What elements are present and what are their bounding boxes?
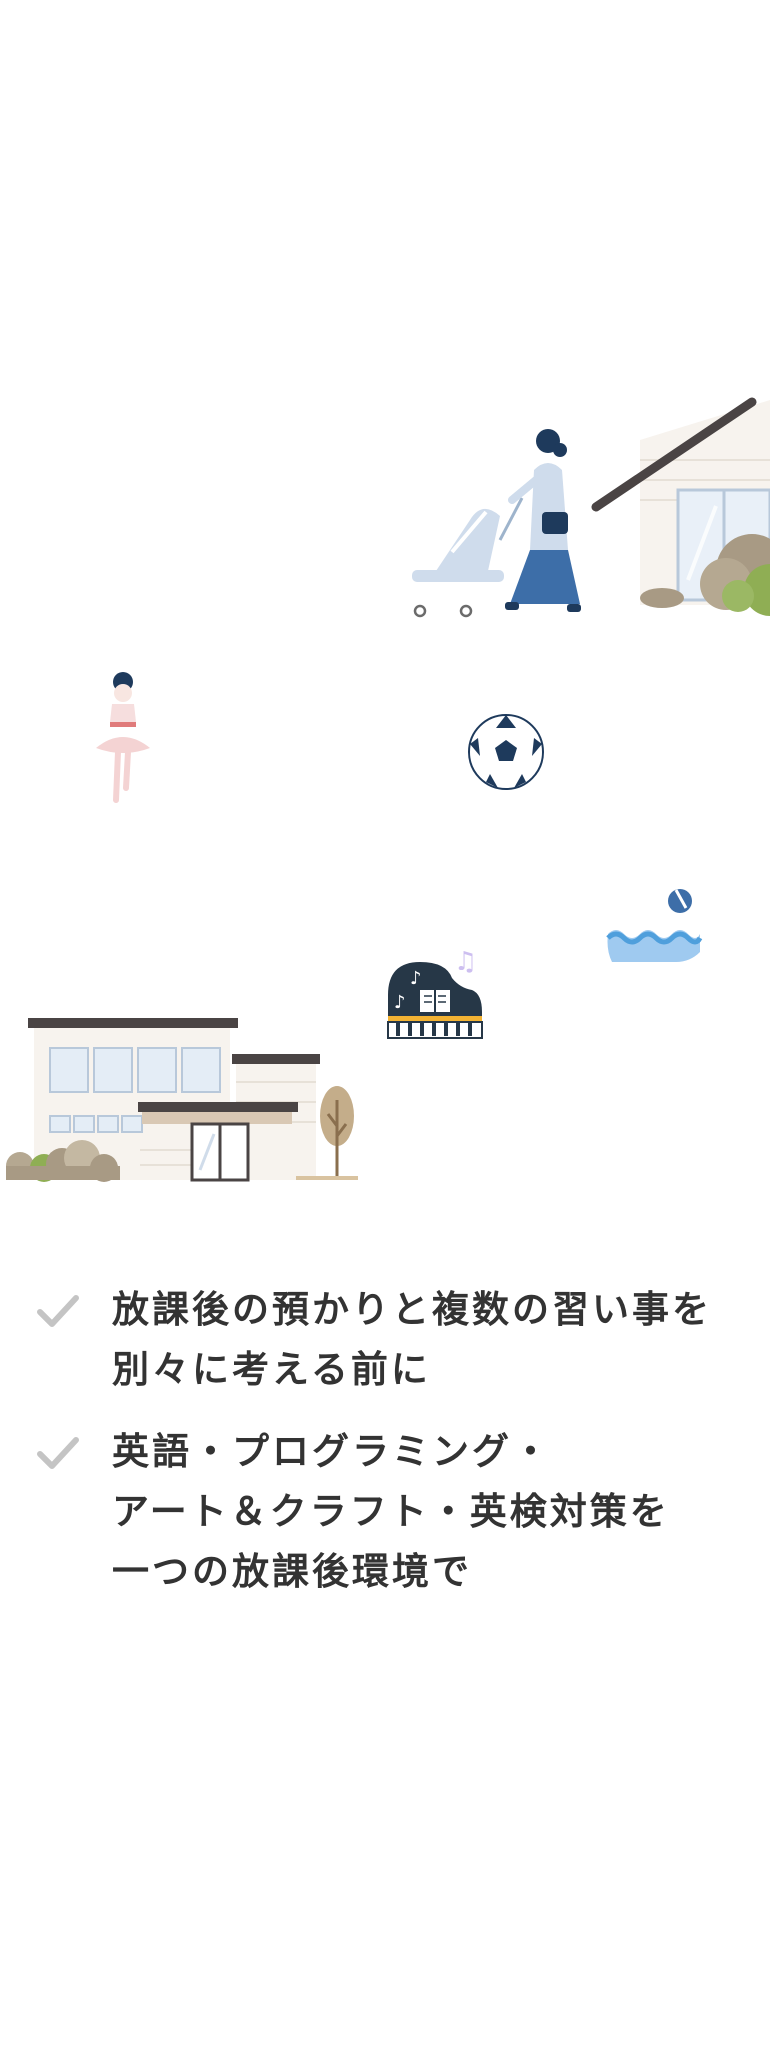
house-bush-icon [640,534,770,616]
school-building-icon [28,1018,320,1182]
check-icon [37,1295,79,1327]
svg-text:♪: ♪ [394,992,406,1013]
check-icon [37,1437,79,1469]
checklist-item-text: 英語・プログラミング・ [112,1430,552,1473]
tree-icon [296,1086,358,1180]
swimmer-icon [606,889,703,962]
soccer-ball-icon [468,714,544,790]
mother-icon [505,429,581,612]
ballet-girl-icon [96,672,150,803]
hero-illustration: ♪ ♪ ♫ [6,397,770,1182]
checklist-item-text: 放課後の預かりと複数の習い事を [112,1288,712,1331]
bushes-icon [6,1140,120,1182]
checklist-item: 放課後の預かりと複数の習い事を 別々に考える前に [0,1280,770,1400]
svg-text:♪: ♪ [410,968,422,989]
checklist-item-text: アート＆クラフト・英検対策を [112,1490,670,1533]
checklist-item-text: 別々に考える前に [112,1348,431,1391]
music-note-icon: ♫ [454,947,477,977]
piano-icon: ♪ ♪ [387,962,483,1039]
checklist-item: 英語・プログラミング・ アート＆クラフト・英検対策を 一つの放課後環境で [0,1422,770,1602]
feature-checklist: 放課後の預かりと複数の習い事を 別々に考える前に 英語・プログラミング・ アート… [0,1280,770,1624]
checklist-item-text: 一つの放課後環境で [112,1550,472,1593]
svg-text:♫: ♫ [454,947,477,977]
stroller-icon [412,497,524,618]
